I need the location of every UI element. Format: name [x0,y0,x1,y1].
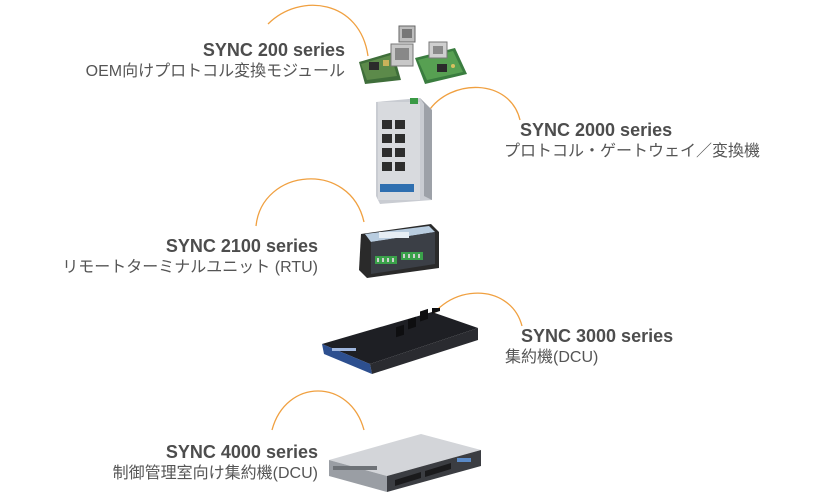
product-label-sync-2000: SYNC 2000 series プロトコル・ゲートウェイ／変換機 [504,120,760,161]
circuit-board-module-icon [359,25,467,84]
arc-3 [255,178,365,227]
product-label-sync-4000: SYNC 4000 series 制御管理室向け集約機(DCU) [113,442,318,483]
product-description: プロトコル・ゲートウェイ／変換機 [504,142,761,160]
din-rail-switch-icon [376,98,432,204]
product-name: SYNC 4000 series [165,442,318,462]
product-name: SYNC 2000 series [520,120,673,140]
rack-server-icon [329,434,481,492]
arc-2 [427,86,521,121]
product-name: SYNC 2100 series [165,236,318,256]
product-description: リモートターミナルユニット (RTU) [62,258,318,276]
product-description: 制御管理室向け集約機(DCU) [112,464,318,482]
product-description: 集約機(DCU) [505,348,599,366]
product-label-sync-2100: SYNC 2100 series リモートターミナルユニット (RTU) [62,236,318,277]
rtu-device-icon [359,224,439,278]
product-name: SYNC 3000 series [521,326,674,346]
product-description: OEM向けプロトコル変換モジュール [85,62,345,80]
product-label-sync-200: SYNC 200 series OEM向けプロトコル変換モジュール [86,40,345,81]
desktop-unit-icon [322,308,478,374]
product-label-sync-3000: SYNC 3000 series 集約機(DCU) [505,326,673,367]
product-name: SYNC 200 series [202,40,345,60]
